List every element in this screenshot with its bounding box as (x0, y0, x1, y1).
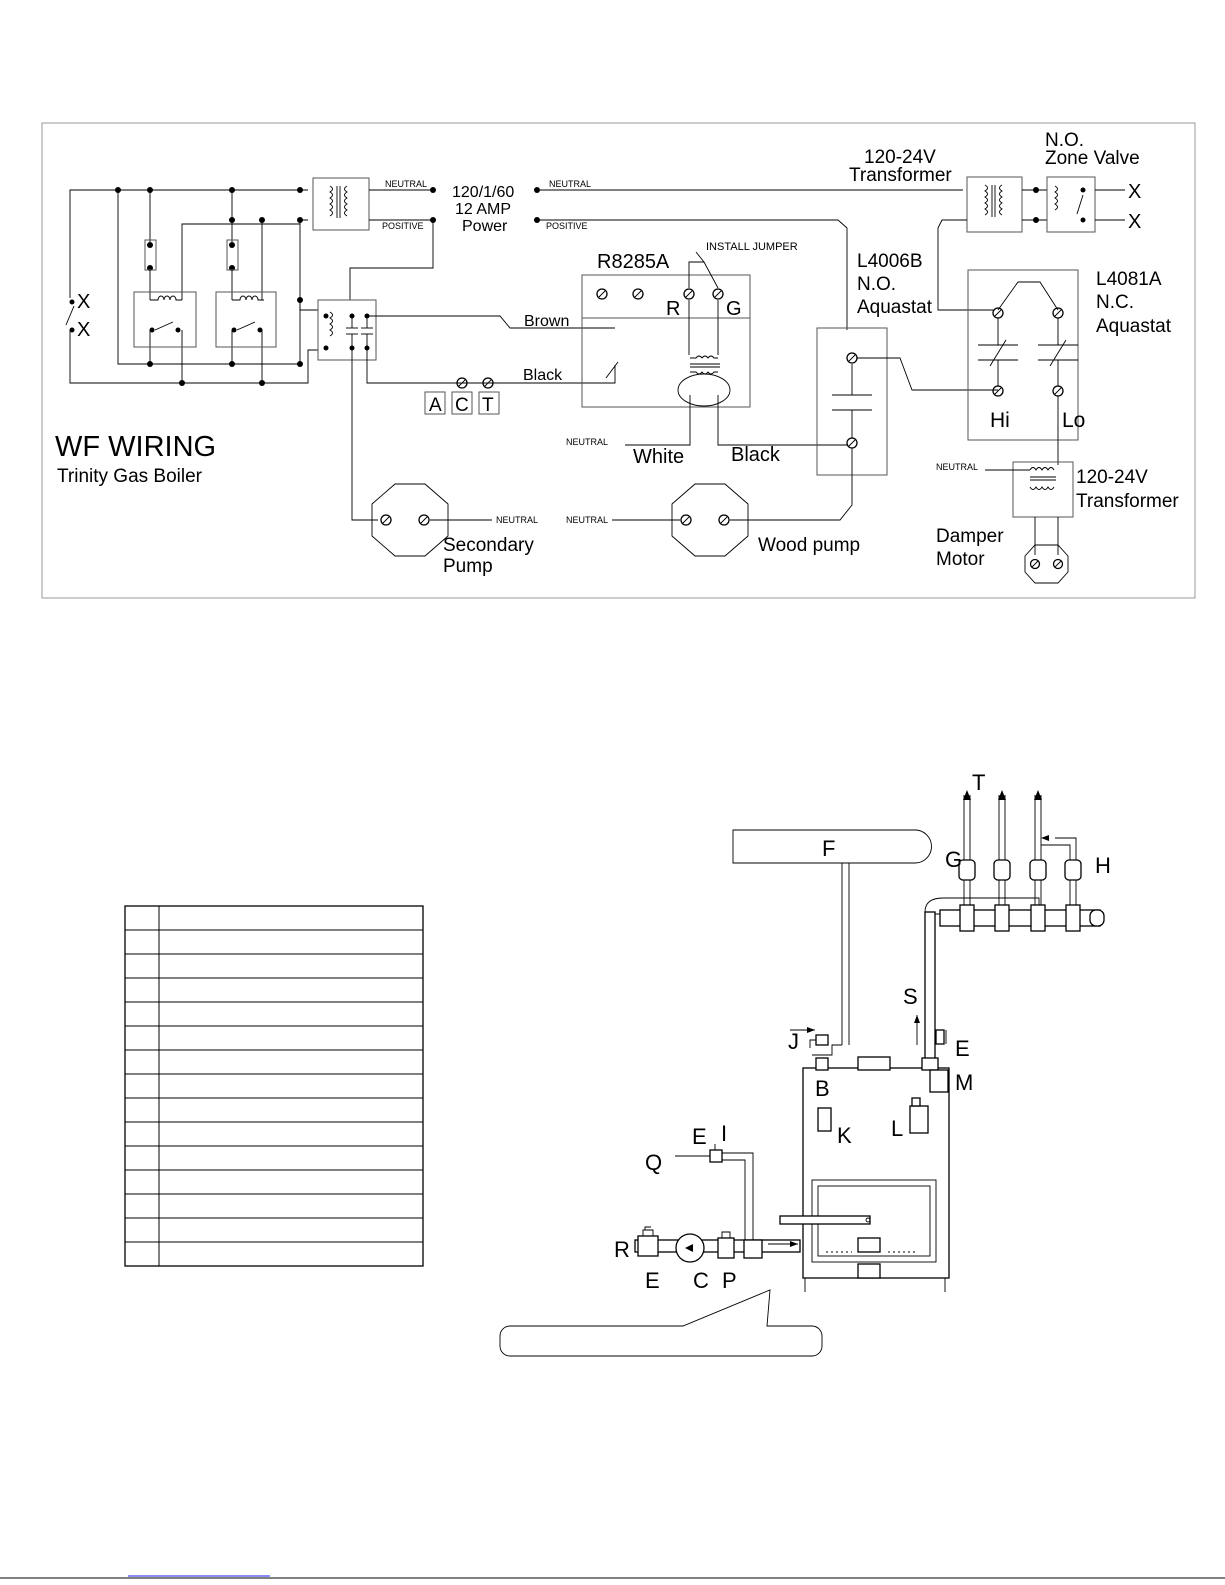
black-label: Black (523, 367, 563, 384)
main-supply-lines: NEUTRAL POSITIVE (349, 179, 963, 330)
act-c: C (455, 395, 469, 416)
white-label: White (633, 446, 684, 468)
pipe-label-e-bot: E (645, 1268, 660, 1293)
svg-text:Power: Power (462, 218, 508, 235)
neutral-label-2: NEUTRAL (549, 179, 591, 189)
zone-x-2: X (1128, 211, 1141, 233)
act-a: A (429, 395, 442, 416)
wiring-subtitle: Trinity Gas Boiler (57, 466, 203, 487)
pipe-label-b: B (815, 1076, 830, 1101)
zone-valve-transformer: X X 120-24V Transformer N.O. Zone Valve (849, 130, 1141, 311)
svg-text:12 AMP: 12 AMP (455, 201, 511, 218)
legend-border (124, 905, 424, 1267)
pipe-label-q: Q (645, 1150, 662, 1175)
pipe-label-g: G (945, 847, 962, 872)
wiring-title: WF WIRING (55, 431, 216, 463)
zone-x-1: X (1128, 181, 1141, 203)
l4006b-aquastat: L4006B N.O. Aquastat (816, 251, 998, 500)
wood-pump-name: Wood pump (758, 535, 860, 556)
wiring-frame (41, 122, 1196, 599)
l4081a-kind: Aquastat (1096, 316, 1172, 337)
relay-r: R (666, 298, 680, 320)
l4081a-aquastat: Hi Lo L4081A N.C. Aquastat (967, 269, 1172, 465)
hi-label: Hi (990, 409, 1010, 432)
act-t: T (482, 395, 494, 416)
damper-transformer: NEUTRAL 120-24V Transformer Damper Motor (936, 461, 1179, 584)
left-x-label-1: X (77, 291, 90, 313)
left-fuse-blocks (144, 239, 239, 271)
pipe-label-e-top: E (955, 1036, 970, 1061)
l4006b-name: L4006B (857, 251, 923, 272)
neutral-label-1: NEUTRAL (385, 179, 427, 189)
l4081a-type: N.C. (1096, 292, 1134, 313)
pipe-label-p: P (722, 1268, 737, 1293)
pipe-label-f: F (822, 836, 835, 861)
svg-text:120/1/60: 120/1/60 (452, 184, 514, 201)
neutral-label-6: NEUTRAL (566, 515, 608, 525)
brown-label: Brown (524, 313, 569, 330)
pipe-label-h: H (1095, 853, 1111, 878)
black-label-2: Black (731, 444, 781, 466)
damper-name: Damper (936, 526, 1004, 547)
transformer-a-name: Transformer (849, 165, 952, 186)
lo-label: Lo (1062, 409, 1085, 432)
damper-kind: Motor (936, 549, 985, 570)
pipe-label-s: S (903, 984, 918, 1009)
transformer-b-volt: 120-24V (1076, 467, 1148, 488)
legend-table (124, 905, 424, 1267)
relay-title: R8285A (597, 251, 670, 273)
left-relay-boxes (133, 291, 277, 348)
r8285a-relay: R8285A INSTALL JUMPER R G NEUTRAL White … (566, 241, 847, 468)
l4006b-type: N.O. (857, 274, 896, 295)
piping-diagram: T F G H S J E B M K L E I Q R E C P (499, 770, 1111, 1357)
power-label: 120/1/60 12 AMP Power (452, 184, 514, 235)
neutral-label-4: NEUTRAL (936, 462, 978, 472)
zone-valve-name: Zone Valve (1045, 148, 1140, 169)
relay-g: G (726, 298, 742, 320)
pipe-label-r: R (614, 1237, 630, 1262)
transformer-a-volt: 120-24V (864, 147, 936, 168)
l4006b-kind: Aquastat (857, 297, 933, 318)
pipe-label-i: I (721, 1121, 727, 1146)
pipe-label-k: K (837, 1123, 852, 1148)
left-x-label-2: X (77, 319, 90, 341)
pipe-label-j: J (788, 1029, 799, 1054)
install-jumper: INSTALL JUMPER (706, 241, 798, 253)
secondary-pump-name: Secondary (443, 535, 534, 556)
positive-label-2: POSITIVE (546, 221, 588, 231)
transformer-b-name: Transformer (1076, 491, 1179, 512)
positive-label-1: POSITIVE (382, 221, 424, 231)
main-transformer: NEUTRAL POSITIVE (312, 177, 436, 231)
left-x-terminals: X X (65, 291, 90, 341)
pipe-label-m: M (955, 1070, 973, 1095)
control-wires: Brown Black (351, 313, 616, 521)
act-terminals: A C T (424, 377, 500, 416)
pipe-label-e-mid: E (692, 1124, 707, 1149)
left-bus-wiring (69, 187, 318, 386)
neutral-label-3: NEUTRAL (566, 437, 608, 447)
pipe-label-c: C (693, 1268, 709, 1293)
pipe-label-t: T (972, 770, 985, 795)
secondary-pump-kind: Pump (443, 556, 493, 577)
pipe-label-l: L (891, 1116, 903, 1141)
l4081a-name: L4081A (1096, 269, 1162, 290)
neutral-label-5: NEUTRAL (496, 515, 538, 525)
pumps: NEUTRAL Secondary Pump NEUTRAL Wood pump (371, 483, 860, 577)
zone-valve-type: N.O. (1045, 130, 1084, 151)
